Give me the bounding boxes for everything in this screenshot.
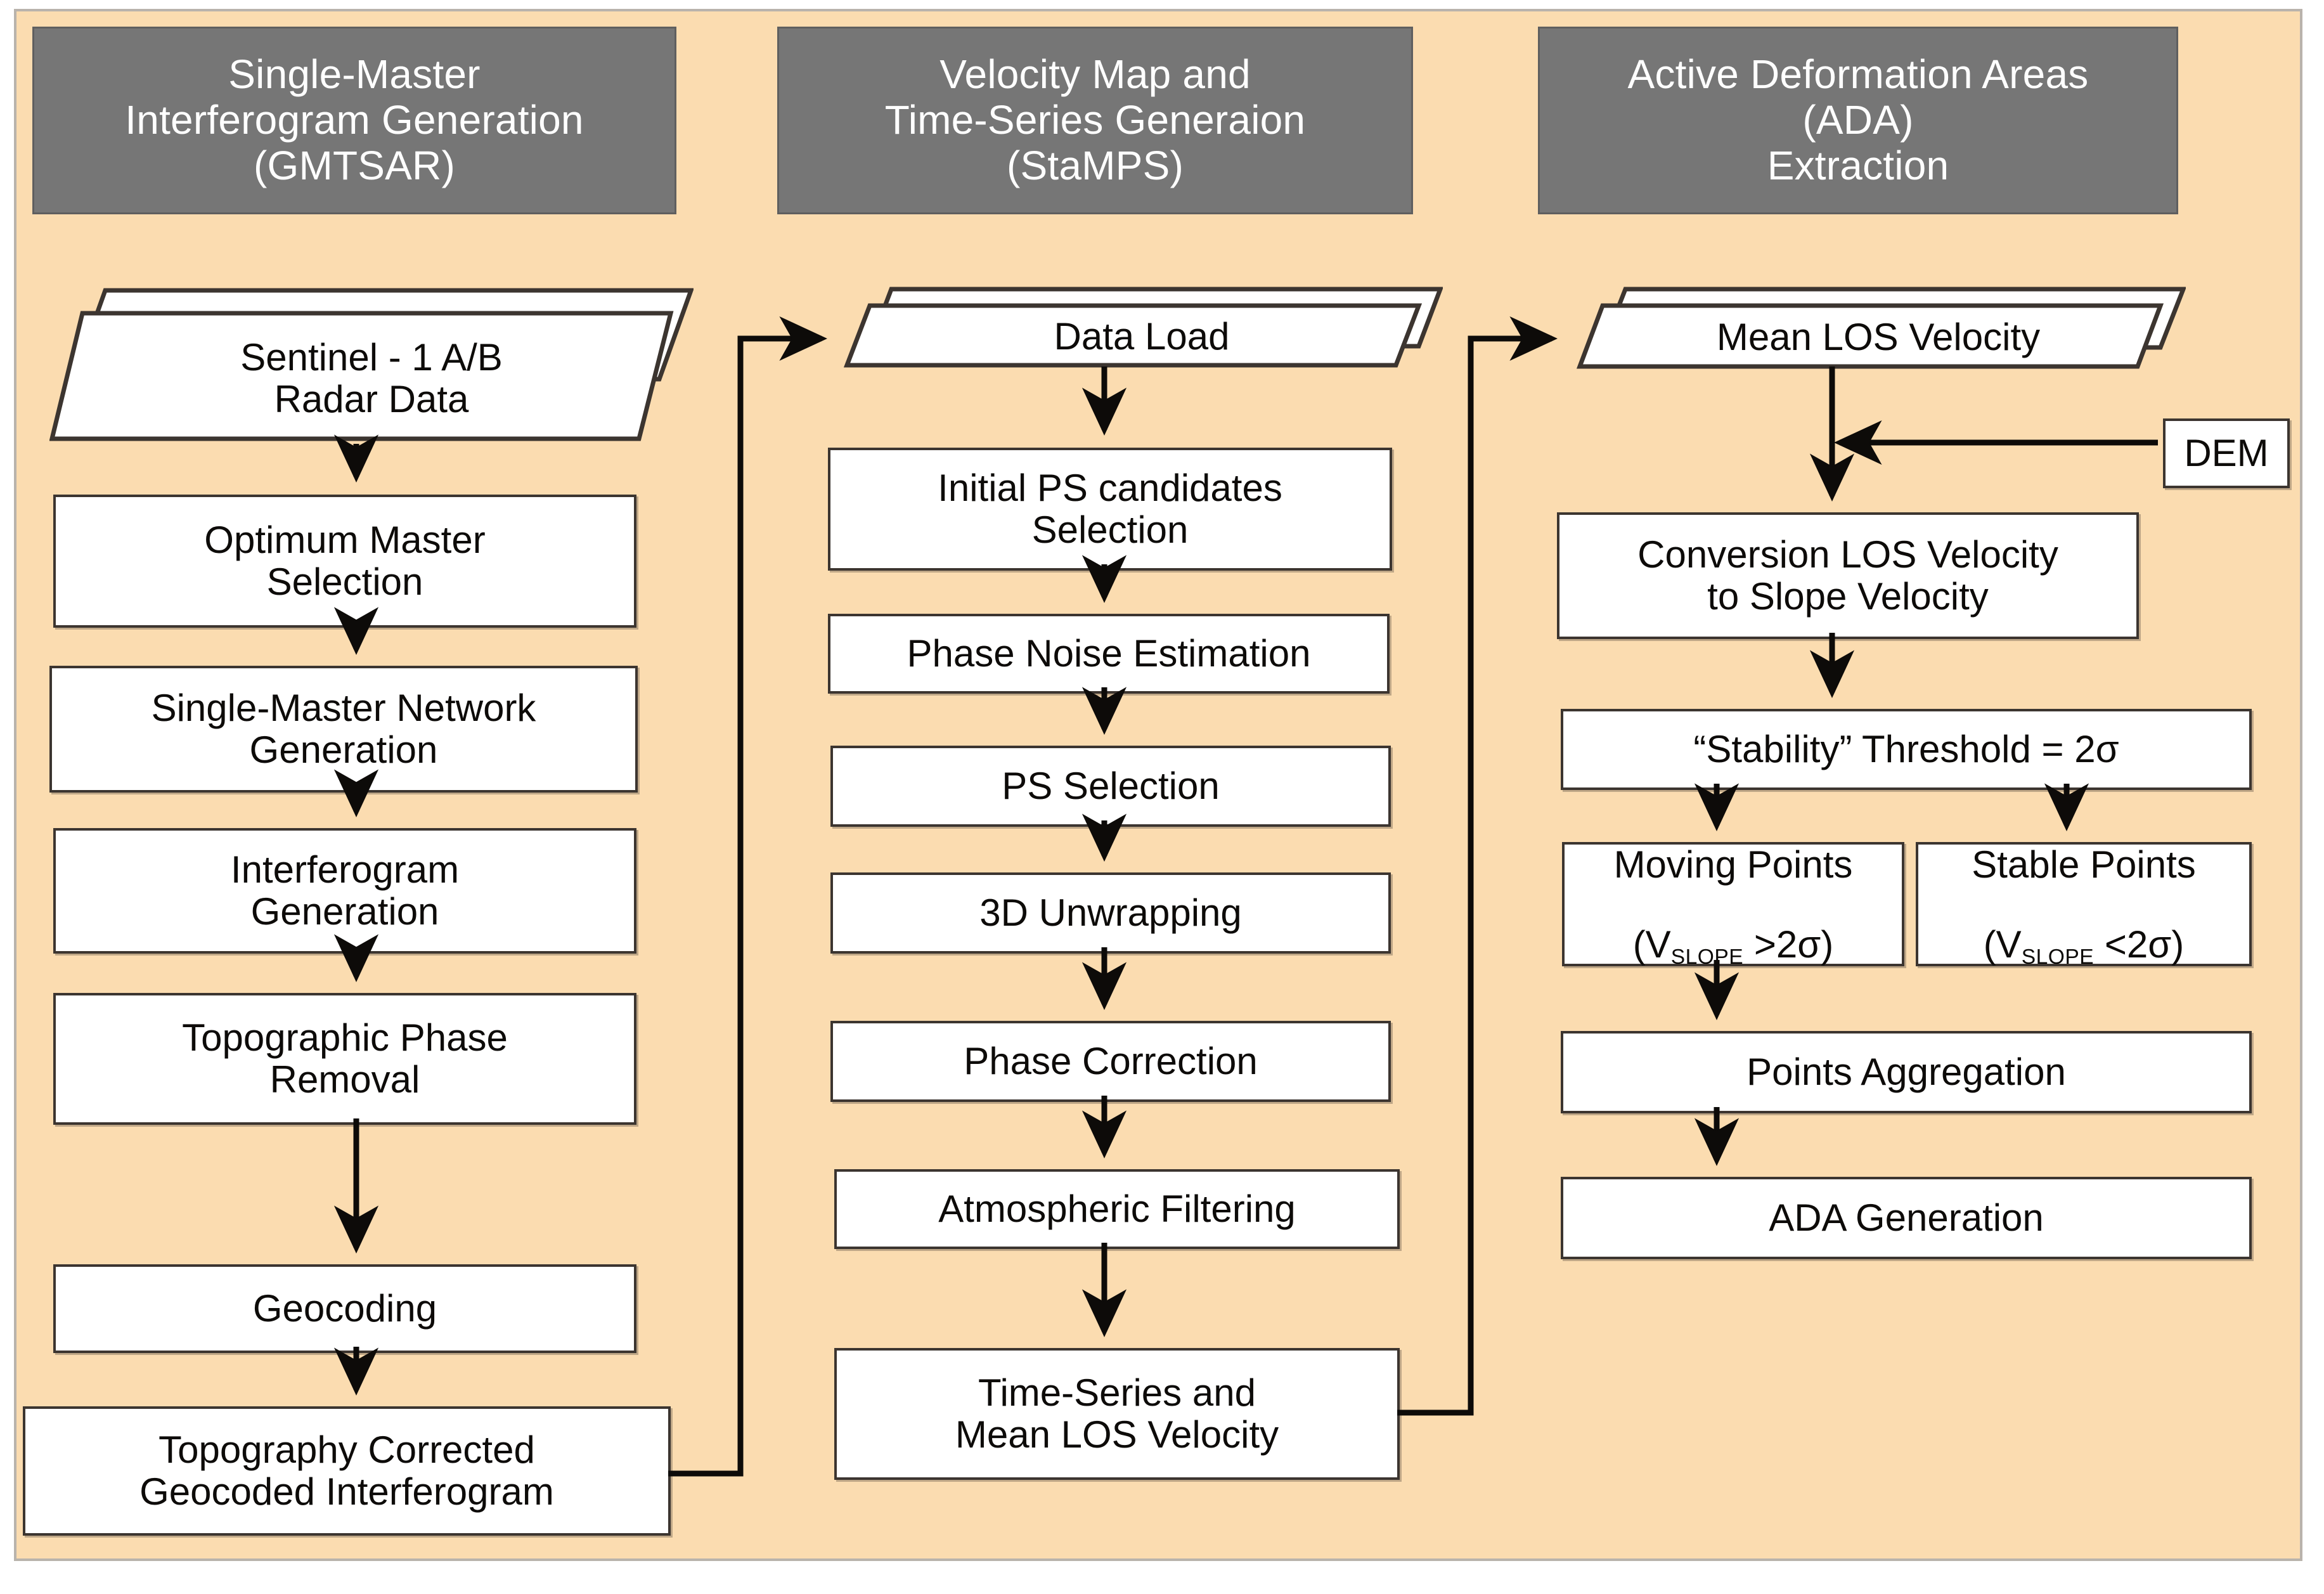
node-phase-noise-estimation: Phase Noise Estimation — [828, 614, 1390, 694]
node-mean-los-velocity: Mean LOS Velocity — [1571, 285, 2186, 393]
node-single-master-network-generation: Single-Master Network Generation — [49, 666, 638, 793]
node-topographic-phase-removal: Topographic Phase Removal — [53, 993, 636, 1125]
node-label-line2: (VSLOPE <2σ) — [1983, 923, 2185, 969]
node-stable-points: Stable Points (VSLOPE <2σ) — [1916, 842, 2252, 969]
node-atmospheric-filtering: Atmospheric Filtering — [834, 1169, 1400, 1249]
node-optimum-master-selection: Optimum Master Selection — [53, 495, 636, 628]
node-stability-threshold: “Stability” Threshold = 2σ — [1561, 709, 2252, 790]
node-phase-correction: Phase Correction — [830, 1021, 1391, 1102]
node-ada-generation: ADA Generation — [1561, 1177, 2252, 1259]
column-header-stamps: Velocity Map and Time-Series Generaion (… — [777, 27, 1413, 214]
node-moving-points: Moving Points (VSLOPE >2σ) — [1562, 842, 1904, 969]
node-conversion-los-to-slope-velocity: Conversion LOS Velocity to Slope Velocit… — [1557, 512, 2139, 639]
node-ps-selection: PS Selection — [830, 746, 1391, 827]
node-data-load: Data Load — [841, 285, 1443, 393]
node-time-series-and-mean-los-velocity: Time-Series and Mean LOS Velocity — [834, 1348, 1400, 1480]
node-geocoding: Geocoding — [53, 1264, 636, 1353]
node-topography-corrected-geocoded-interferogram: Topography Corrected Geocoded Interferog… — [23, 1406, 671, 1536]
node-points-aggregation: Points Aggregation — [1561, 1031, 2252, 1113]
node-dem: DEM — [2163, 418, 2290, 488]
diagram-panel: Single-Master Interferogram Generation (… — [14, 9, 2302, 1561]
column-header-gmtsar: Single-Master Interferogram Generation (… — [32, 27, 676, 214]
node-label-line1: Moving Points — [1613, 843, 1853, 886]
node-3d-unwrapping: 3D Unwrapping — [830, 872, 1391, 954]
column-header-ada: Active Deformation Areas (ADA) Extractio… — [1538, 27, 2178, 214]
node-label-line1: Stable Points — [1972, 843, 2196, 886]
node-initial-ps-candidates-selection: Initial PS candidates Selection — [828, 448, 1392, 571]
node-sentinel-radar-data: Sentinel - 1 A/B Radar Data — [49, 285, 694, 444]
node-label-line2: (VSLOPE >2σ) — [1632, 923, 1834, 969]
subscript-slope: SLOPE — [2021, 945, 2095, 969]
subscript-slope: SLOPE — [1670, 945, 1744, 969]
node-interferogram-generation: Interferogram Generation — [53, 828, 636, 954]
